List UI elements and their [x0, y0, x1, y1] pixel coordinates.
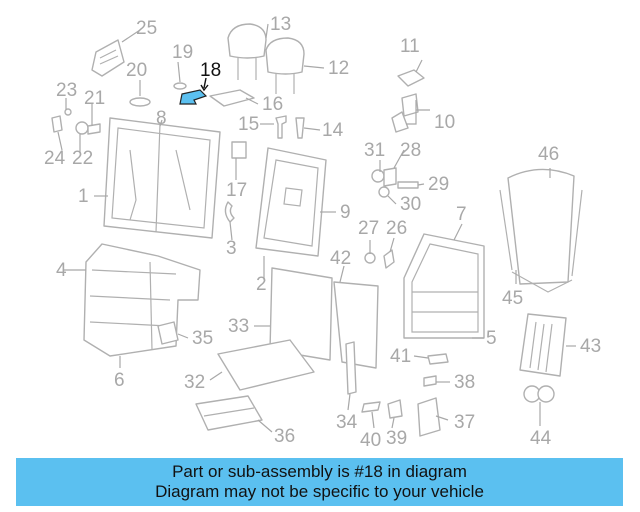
callout-5: 5 — [486, 328, 497, 349]
callout-9: 9 — [340, 202, 351, 223]
callout-24: 24 — [44, 148, 66, 169]
part-35 — [157, 321, 179, 345]
part-9-seatback — [255, 147, 327, 257]
callout-28: 28 — [400, 140, 421, 161]
callout-27: 27 — [358, 218, 379, 239]
callout-44: 44 — [530, 428, 552, 449]
callout-32: 32 — [184, 372, 205, 393]
part-26 — [383, 249, 395, 269]
callout-33: 33 — [228, 316, 249, 337]
callout-20: 20 — [126, 60, 147, 81]
callout-16: 16 — [262, 94, 283, 115]
callout-25: 25 — [136, 18, 157, 39]
part-43 — [519, 313, 567, 377]
callout-41: 41 — [390, 346, 411, 367]
part-21 — [87, 123, 101, 135]
part-14 — [295, 117, 305, 139]
callout-11: 11 — [400, 36, 420, 57]
callout-31: 31 — [364, 140, 385, 161]
callout-7: 7 — [456, 204, 467, 225]
callout-37: 37 — [454, 412, 475, 433]
part-34 — [345, 341, 357, 395]
callout-6: 6 — [114, 370, 125, 391]
callout-40: 40 — [360, 430, 381, 451]
callout-13: 13 — [270, 14, 291, 35]
part-20 — [129, 97, 151, 107]
part-38 — [423, 375, 437, 387]
callout-26: 26 — [386, 218, 407, 239]
part-33 — [269, 267, 333, 361]
banner-line-1: Part or sub-assembly is #18 in diagram — [172, 462, 467, 481]
part-25 — [91, 39, 125, 77]
part-32 — [217, 339, 315, 391]
part-40 — [361, 401, 381, 413]
part-39 — [387, 399, 403, 419]
callout-46: 46 — [538, 144, 559, 165]
part-37 — [417, 397, 441, 437]
callout-34: 34 — [336, 412, 358, 433]
callout-4: 4 — [56, 260, 67, 281]
callout-42: 42 — [330, 248, 351, 269]
part-16 — [209, 89, 255, 107]
banner-line-2: Diagram may not be specific to your vehi… — [155, 482, 484, 501]
part-7-seatback — [403, 233, 485, 339]
parts-diagram: 25 13 12 11 19 18 20 16 10 23 21 8 15 14… — [44, 14, 601, 451]
callout-10: 10 — [434, 112, 455, 133]
part-41 — [427, 353, 449, 365]
part-44b — [537, 385, 555, 403]
callout-43: 43 — [580, 336, 601, 357]
callout-18: 18 — [200, 60, 221, 81]
part-18-highlighted — [179, 89, 208, 105]
part-11 — [391, 69, 425, 133]
callout-19: 19 — [172, 42, 193, 63]
callout-38: 38 — [454, 372, 475, 393]
part-8-seatback-frame — [103, 117, 221, 239]
part-31 — [371, 169, 385, 183]
part-42 — [333, 281, 379, 369]
part-27 — [364, 252, 376, 264]
part-24 — [51, 115, 63, 133]
leader-lines — [57, 23, 576, 433]
callout-14: 14 — [322, 120, 344, 141]
part-46-frame — [499, 168, 583, 293]
callout-36: 36 — [274, 426, 295, 447]
callout-1: 1 — [78, 186, 89, 207]
part-3 — [224, 201, 235, 223]
part-12-headrest — [265, 37, 305, 94]
info-banner: Part or sub-assembly is #18 in diagram D… — [16, 458, 623, 506]
part-15 — [275, 115, 287, 139]
part-36 — [195, 395, 263, 431]
callout-17: 17 — [226, 180, 247, 201]
callout-35: 35 — [192, 328, 213, 349]
part-28 — [383, 167, 397, 187]
part-19 — [173, 82, 187, 90]
callout-21: 21 — [84, 88, 105, 109]
part-29 — [397, 181, 419, 189]
callout-22: 22 — [72, 148, 93, 169]
callout-numbers: 25 13 12 11 19 18 20 16 10 23 21 8 15 14… — [44, 14, 601, 451]
part-30 — [378, 186, 390, 198]
callout-30: 30 — [400, 194, 421, 215]
callout-12: 12 — [328, 58, 349, 79]
callout-39: 39 — [386, 428, 407, 449]
part-22 — [75, 121, 89, 135]
part-13-headrest — [227, 23, 267, 80]
callout-3: 3 — [226, 238, 237, 259]
part-17 — [231, 141, 247, 159]
callout-45: 45 — [502, 288, 523, 309]
callout-23: 23 — [56, 80, 77, 101]
callout-8: 8 — [156, 108, 167, 129]
callout-2: 2 — [256, 274, 267, 295]
callout-29: 29 — [428, 174, 449, 195]
part-4-cushion — [83, 243, 201, 357]
callout-15: 15 — [238, 114, 259, 135]
part-23 — [64, 108, 72, 116]
